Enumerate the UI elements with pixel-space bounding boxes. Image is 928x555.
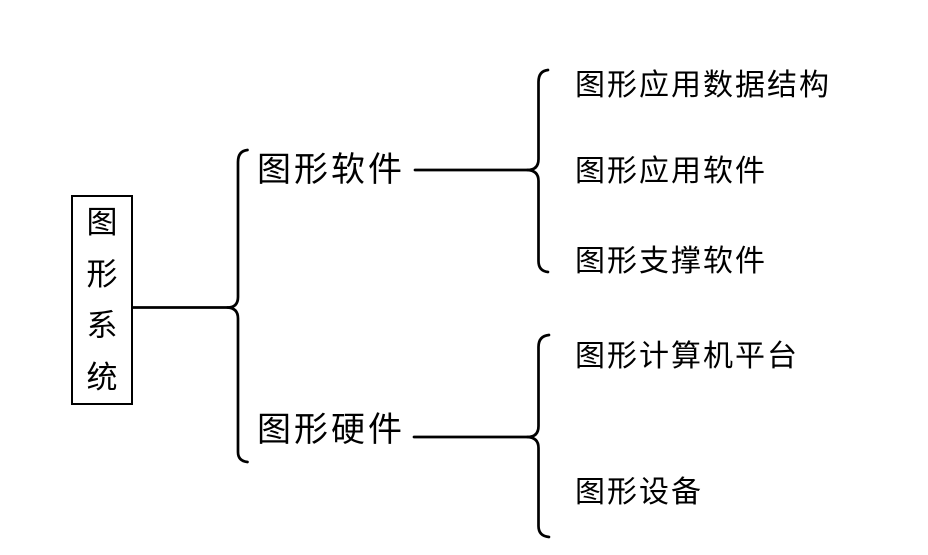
leaf-label-support-software: 图形支撑软件 [575, 245, 767, 278]
software-brace [526, 68, 550, 274]
leaf-label-graphics-devices: 图形设备 [575, 476, 703, 509]
root-node-char: 图 [86, 205, 118, 241]
branch-label-hardware: 图形硬件 [257, 412, 405, 449]
main-brace [226, 148, 249, 464]
root-node-box: 图 形 系 统 [71, 195, 133, 405]
branch-label-software: 图形软件 [257, 152, 405, 189]
leaf-label-application-data-structure: 图形应用数据结构 [575, 69, 831, 102]
hardware-brace [526, 333, 551, 539]
root-node-char: 形 [86, 256, 118, 292]
leaf-label-computer-platform: 图形计算机平台 [575, 340, 799, 373]
root-node-char: 系 [86, 308, 118, 344]
root-node-char: 统 [86, 359, 118, 395]
leaf-label-application-software: 图形应用软件 [575, 155, 767, 188]
